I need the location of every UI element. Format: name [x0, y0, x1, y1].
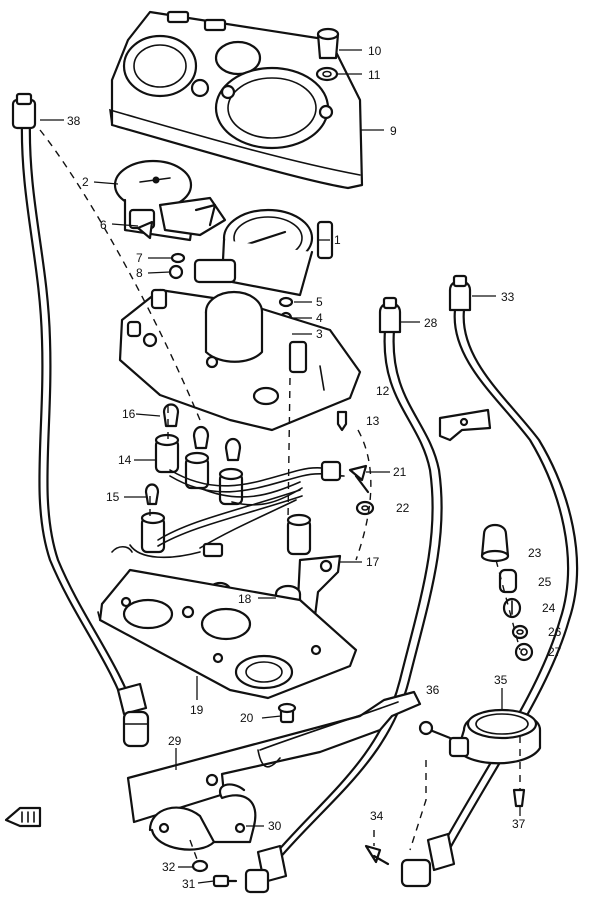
washer-26 [511, 624, 529, 640]
cable-nut [122, 710, 150, 748]
callout-13: 13 [366, 414, 380, 428]
washer-32 [191, 859, 209, 873]
callout-28: 28 [424, 316, 438, 330]
callout-32: 32 [162, 860, 176, 874]
clamp-30 [148, 783, 257, 851]
callout-31: 31 [182, 877, 196, 891]
callout-5: 5 [316, 295, 323, 309]
callout-34: 34 [370, 809, 384, 823]
gauge-mechanism [128, 196, 237, 284]
bolt-36 [418, 720, 452, 740]
callout-1: 1 [334, 233, 341, 247]
direction-arrow-icon [4, 806, 42, 828]
bolt-21 [348, 464, 370, 494]
bolt-13 [336, 410, 348, 432]
callout-12: 12 [376, 384, 390, 398]
bulb-16 [162, 403, 180, 428]
callout-23: 23 [528, 546, 542, 560]
left-cable-38 [11, 92, 150, 748]
base-plate-19 [97, 568, 358, 700]
callout-18: 18 [238, 592, 252, 606]
gauge-housing-9 [109, 10, 364, 190]
screw-7 [170, 252, 186, 264]
callout-2: 2 [82, 175, 89, 189]
gauge-1 [220, 208, 334, 297]
bulb-15 [144, 483, 160, 506]
cable-ferrule [116, 682, 148, 716]
clamp-35 [448, 708, 542, 765]
washer-22 [355, 500, 375, 516]
callout-22: 22 [396, 501, 410, 515]
callout-3: 3 [316, 327, 323, 341]
nut-27 [514, 642, 534, 662]
lower-case-12 [118, 288, 362, 432]
callout-14: 14 [118, 453, 132, 467]
callout-36: 36 [426, 683, 440, 697]
grommet-23 [480, 523, 510, 563]
callout-37: 37 [512, 817, 526, 831]
callout-29: 29 [168, 734, 182, 748]
callout-38: 38 [67, 114, 81, 128]
assembly-lines [39, 129, 521, 863]
bolt-31 [212, 874, 238, 888]
callout-35: 35 [494, 673, 508, 687]
callout-20: 20 [240, 711, 254, 725]
callout-24: 24 [542, 601, 556, 615]
callout-25: 25 [538, 575, 552, 589]
screw-5 [278, 296, 294, 308]
cable-28 [244, 296, 443, 894]
callout-17: 17 [366, 555, 380, 569]
callout-16: 16 [122, 407, 136, 421]
knob-10 [316, 27, 340, 60]
clip-6 [136, 220, 154, 240]
cable-bracket [438, 408, 492, 442]
socket-right [286, 513, 312, 556]
screw-37 [512, 788, 526, 808]
socket-lower-left [140, 511, 166, 554]
stay-29 [126, 690, 422, 824]
nut-8 [168, 264, 184, 280]
callout-8: 8 [136, 266, 143, 280]
sleeve-25 [498, 568, 518, 594]
callout-6: 6 [100, 218, 107, 232]
callout-15: 15 [106, 490, 120, 504]
callout-9: 9 [390, 124, 397, 138]
callout-33: 33 [501, 290, 515, 304]
callout-11: 11 [368, 68, 381, 82]
callout-21: 21 [393, 465, 407, 479]
leader-lines [40, 49, 521, 884]
callout-10: 10 [368, 44, 382, 58]
callout-7: 7 [136, 251, 143, 265]
callout-4: 4 [316, 311, 323, 325]
washer-11 [315, 66, 339, 82]
bolt-20 [277, 702, 297, 724]
callout-27: 27 [548, 645, 562, 659]
callout-labels: 10 11 9 38 2 6 1 7 8 5 4 3 28 33 12 13 1… [67, 44, 562, 891]
callout-30: 30 [268, 819, 282, 833]
bolt-34 [364, 844, 390, 866]
callout-19: 19 [190, 703, 204, 717]
callout-26: 26 [548, 625, 562, 639]
wiring-harness [111, 460, 345, 559]
